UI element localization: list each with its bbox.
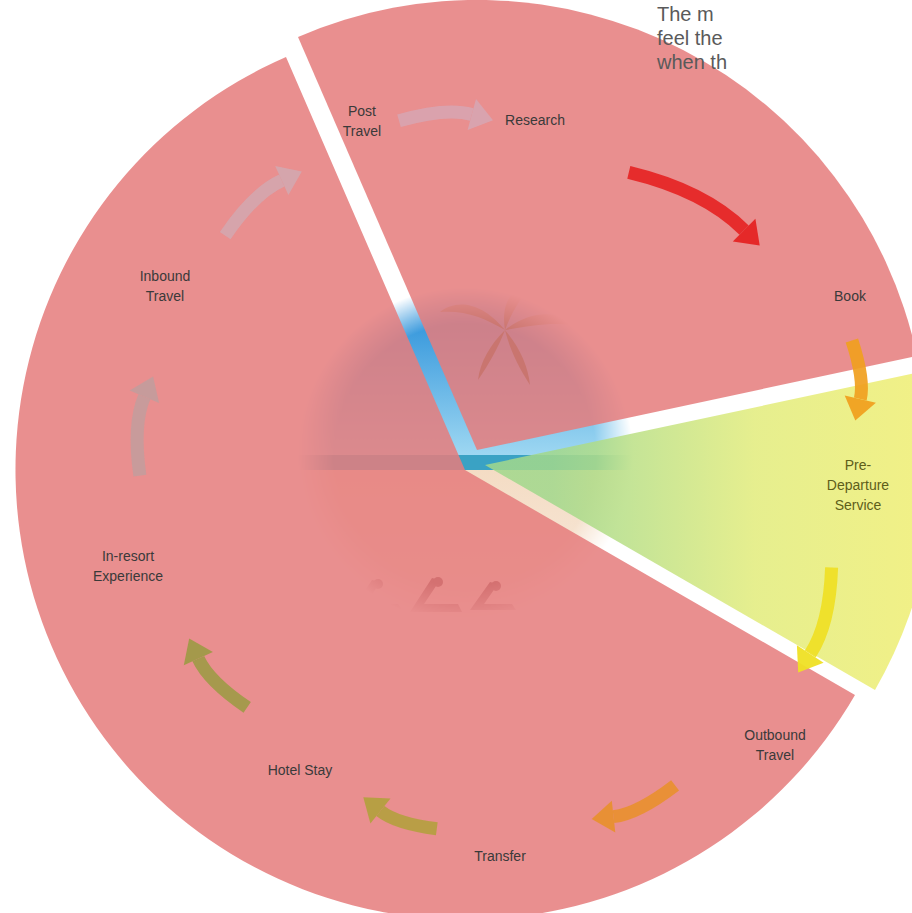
step-label: In-resort Experience <box>86 544 170 588</box>
step-text: Research <box>505 110 565 130</box>
arrow-shaft <box>380 811 436 829</box>
flow-arrow <box>797 568 832 673</box>
step-text: Hotel Stay <box>268 760 333 780</box>
flow-arrow <box>399 99 493 130</box>
cropped-text: when th <box>657 50 727 74</box>
flow-arrow <box>592 785 675 832</box>
flow-arrow <box>130 376 159 475</box>
flow-arrow <box>629 172 760 245</box>
arrow-head <box>845 395 876 420</box>
arrow-shaft <box>198 659 247 708</box>
step-label: Hotel Stay <box>266 758 335 782</box>
arrow-head <box>733 219 760 246</box>
flow-arrow <box>225 166 302 236</box>
step-text: Post Travel <box>337 101 387 141</box>
step-label: Transfer <box>472 844 528 868</box>
step-text: Transfer <box>474 846 526 866</box>
step-label: Research <box>503 108 567 132</box>
step-label: Pre-Departure Service <box>818 453 898 517</box>
arrow-head <box>468 99 493 130</box>
arrow-shaft <box>810 568 831 654</box>
step-text: Outbound Travel <box>741 725 809 765</box>
arrow-head <box>275 166 302 195</box>
step-label: Inbound Travel <box>132 264 198 308</box>
arrow-head <box>363 797 390 823</box>
pre-departure-wedge <box>485 371 912 690</box>
step-label: Post Travel <box>335 99 389 143</box>
flow-arrow <box>845 341 876 421</box>
arrow-shaft <box>614 785 676 816</box>
cropped-text: feel the <box>657 26 723 50</box>
arrow-head <box>592 801 616 833</box>
arrow-shaft <box>399 112 472 121</box>
step-text: In-resort Experience <box>88 546 168 586</box>
arrow-shaft <box>629 172 744 230</box>
arrow-shaft <box>225 181 282 236</box>
flow-arrow <box>184 639 247 708</box>
step-text: Book <box>834 286 866 306</box>
step-label: Outbound Travel <box>739 723 811 767</box>
step-text: Pre-Departure Service <box>820 455 896 515</box>
step-text: Inbound Travel <box>134 266 196 306</box>
arrow-shaft <box>137 397 144 476</box>
cropped-text: The m <box>657 2 714 26</box>
arrow-shaft <box>852 341 862 400</box>
arrow-head <box>130 376 159 403</box>
flow-arrow <box>363 797 437 829</box>
arrow-head <box>797 645 824 672</box>
step-label: Book <box>832 284 868 308</box>
arrow-head <box>184 639 213 666</box>
booking-wedge <box>298 0 912 450</box>
